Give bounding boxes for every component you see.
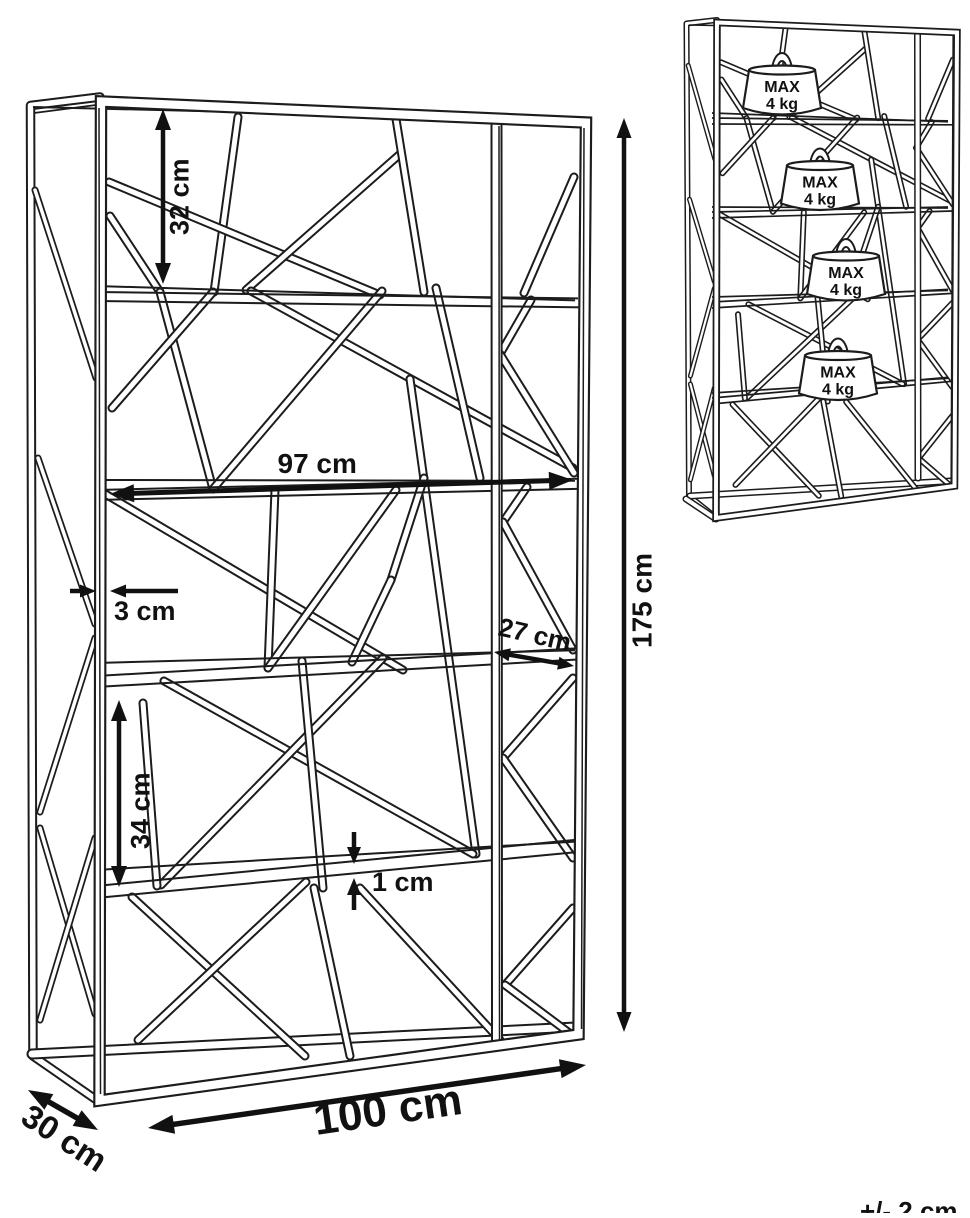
svg-text:97 cm: 97 cm (278, 448, 357, 479)
svg-text:4 kg: 4 kg (830, 282, 862, 299)
svg-text:4 kg: 4 kg (822, 382, 854, 399)
svg-text:3 cm: 3 cm (114, 596, 176, 626)
svg-text:4 kg: 4 kg (766, 96, 798, 113)
svg-text:175 cm: 175 cm (627, 553, 658, 648)
svg-text:+/- 2 cm: +/- 2 cm (860, 1196, 958, 1213)
svg-text:1 cm: 1 cm (372, 867, 434, 897)
svg-text:MAX: MAX (820, 365, 856, 382)
svg-text:32 cm: 32 cm (165, 158, 195, 235)
svg-text:MAX: MAX (828, 265, 864, 282)
svg-text:MAX: MAX (764, 79, 800, 96)
svg-text:MAX: MAX (802, 175, 838, 192)
svg-text:4 kg: 4 kg (804, 192, 836, 209)
svg-text:34 cm: 34 cm (126, 772, 156, 849)
